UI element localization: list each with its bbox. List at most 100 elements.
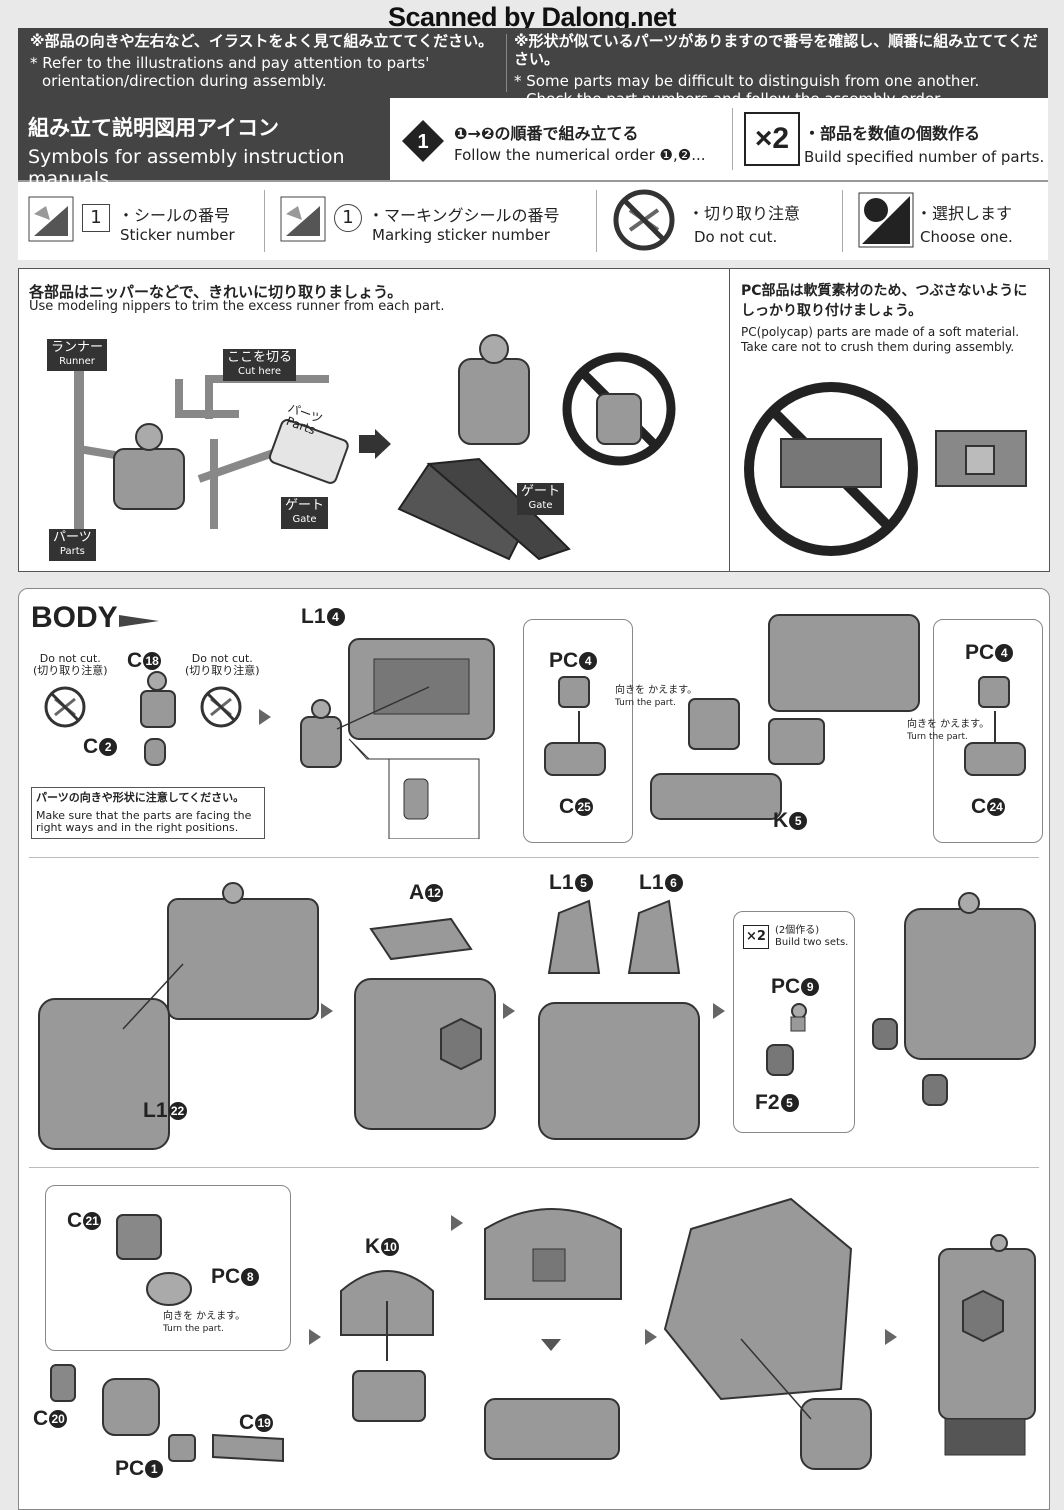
header-left-jp: ※部品の向きや左右など、イラストをよく見て組み立ててください。 <box>30 32 494 50</box>
pc-jp-1: PC部品は軟質素材のため、つぶさないように <box>741 283 1028 299</box>
parts-tag-jp: パーツ <box>53 530 92 545</box>
gate2-en: Gate <box>528 500 553 511</box>
order-icon: 1 <box>402 120 444 162</box>
turn-note-2: 向きを かえます。 Turn the part. <box>907 719 990 742</box>
x2-assembly <box>872 892 1036 1106</box>
x2-badge: ×2 <box>743 925 769 949</box>
caution-en: Make sure that the parts are facing the … <box>36 809 252 834</box>
choose-en: Choose one. <box>920 228 1013 246</box>
turn-note-1: 向きを かえます。 Turn the part. <box>615 685 698 708</box>
c19-c20-assembly <box>50 1364 284 1463</box>
marking-jp: ・マーキングシールの番号 <box>368 206 560 225</box>
l15-l16-assembly <box>538 899 700 1140</box>
caution-jp: パーツの向きや形状に注意してください。 <box>36 791 245 804</box>
cut-here-jp: ここを切る <box>227 350 293 365</box>
cut-here-en: Cut here <box>238 366 281 377</box>
gate-jp: ゲート <box>285 498 325 513</box>
k10-turn-assembly <box>484 1208 622 1460</box>
header-right-jp: ※形状が似ているパーツがありますので番号を確認し、順番に組み立ててください。 <box>514 32 1038 68</box>
gate2-jp: ゲート <box>521 484 561 499</box>
pc9-drawing <box>766 1003 807 1076</box>
x2-note: (2個作る) Build two sets. <box>775 925 849 948</box>
runner-en: Runner <box>59 356 95 367</box>
parts-tag: パーツ Parts <box>49 529 96 561</box>
symbols-row-2: 1 ・シールの番号 Sticker number 1 ・マーキングシールの番号 … <box>18 182 1048 260</box>
final-body-assembly <box>938 1234 1036 1456</box>
header-right: ※形状が似ているパーツがありますので番号を確認し、順番に組み立ててください。 *… <box>514 32 1044 108</box>
watermark: Scanned by Dalong.net <box>387 2 677 32</box>
gate-en: Gate <box>292 514 317 525</box>
trimming-section: 各部品はニッパーなどで、きれいに切り取りましょう。 Use modeling n… <box>18 268 1050 572</box>
choose-jp: ・選択します <box>916 204 1013 223</box>
sticker-number-box: 1 <box>82 204 110 232</box>
trim-jp: 各部品はニッパーなどで、きれいに切り取りましょう。 <box>29 283 403 301</box>
body-title: BODY <box>31 601 118 634</box>
donotcut-note-2: Do not cut. (切り取り注意) <box>185 653 260 677</box>
x2-en: Build specified number of parts. <box>804 148 1045 166</box>
c21-drawing <box>116 1214 192 1306</box>
caution-box: パーツの向きや形状に注意してください。 Make sure that the p… <box>31 787 265 839</box>
parts-tag-en: Parts <box>59 546 85 557</box>
symbols-title-jp: 組み立て説明図用アイコン <box>28 116 279 140</box>
sticker-en: Sticker number <box>120 226 235 244</box>
sticker-jp: ・シールの番号 <box>118 206 231 225</box>
header-left: ※部品の向きや左右など、イラストをよく見て組み立ててください。 * Refer … <box>30 32 510 90</box>
body-section: BODY Do not cut. (切り取り注意) Do not cut. (切… <box>18 588 1050 1510</box>
pc-caution-jp: PC部品は軟質素材のため、つぶさないように しっかり取り付けましょう。 <box>741 281 1027 321</box>
donotcut-jp-1: (切り取り注意) <box>33 664 108 677</box>
trim-en: Use modeling nippers to trim the excess … <box>29 299 445 314</box>
runner-tag: ランナー Runner <box>47 339 108 371</box>
header-left-en-2: orientation/direction during assembly. <box>42 72 327 90</box>
order-en: Follow the numerical order ❶,❷... <box>454 146 706 164</box>
pc-jp-2: しっかり取り付けましょう。 <box>741 303 923 319</box>
polycap-illustration <box>744 382 1027 556</box>
donotcut-jp-2: (切り取り注意) <box>185 664 260 677</box>
do-not-cut-icon-1 <box>44 686 86 728</box>
cut-here-tag: ここを切る Cut here <box>223 349 297 381</box>
donotcut-note-1: Do not cut. (切り取り注意) <box>33 653 108 677</box>
pc-en-2: Take care not to crush them during assem… <box>741 340 1015 354</box>
x2-icon: ×2 <box>744 112 800 166</box>
title-underline <box>119 615 159 627</box>
donotcut-2: Do not cut. <box>191 652 253 665</box>
k5-assembly <box>650 614 920 820</box>
choose-one-icon <box>858 192 914 248</box>
gate-tag-2: ゲート Gate <box>517 483 565 515</box>
pc-en-1: PC(polycap) parts are made of a soft mat… <box>741 325 1020 339</box>
nipper-illustration <box>397 334 676 561</box>
arrow-right-icon <box>359 429 391 459</box>
runner-jp: ランナー <box>51 340 104 355</box>
gate-tag: ゲート Gate <box>281 497 329 529</box>
l14-assembly <box>300 638 495 839</box>
order-jp: ❶→❷の順番で組み立てる <box>454 124 639 143</box>
marking-en: Marking sticker number <box>372 226 550 244</box>
nocut-jp: ・切り取り注意 <box>688 204 801 223</box>
pc-caution-en: PC(polycap) parts are made of a soft mat… <box>741 325 1019 355</box>
pc4-drawing-1 <box>544 676 606 776</box>
k10-assembly <box>340 1270 434 1422</box>
c18-part-drawing <box>140 671 176 766</box>
l122-assembly <box>38 882 319 1150</box>
do-not-cut-icon-2 <box>200 686 242 728</box>
marking-number-circle: 1 <box>334 204 362 232</box>
symbols-panel: 組み立て説明図用アイコン Symbols for assembly instru… <box>18 98 1048 190</box>
